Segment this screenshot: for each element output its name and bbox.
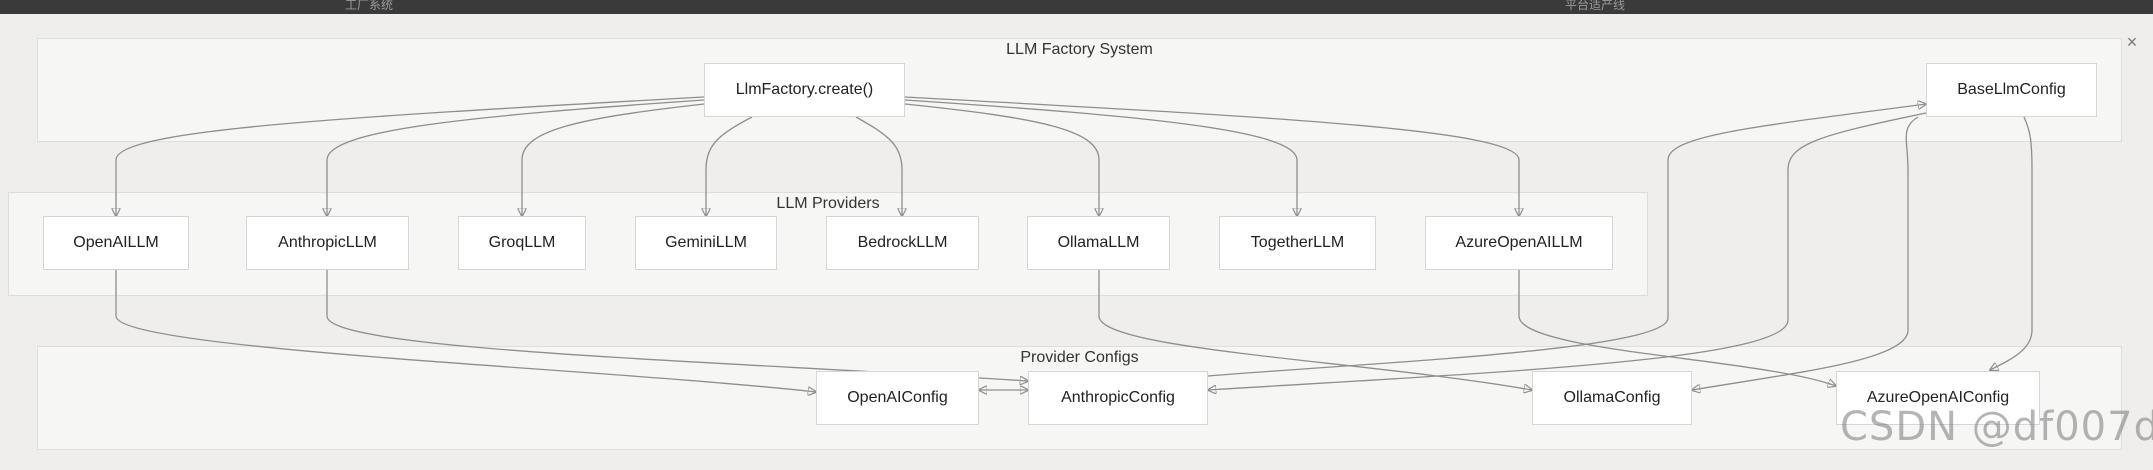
cluster-title-providers: LLM Providers [776, 195, 880, 212]
cluster-llm-factory-system: LLM Factory System [37, 38, 2122, 142]
close-icon[interactable]: × [2126, 32, 2138, 52]
node-azure-openai-config[interactable]: AzureOpenAIConfig [1836, 371, 2040, 425]
node-anthropic-llm[interactable]: AnthropicLLM [246, 216, 409, 270]
cluster-title-factory: LLM Factory System [1006, 41, 1153, 58]
node-together-llm[interactable]: TogetherLLM [1219, 216, 1376, 270]
node-gemini-llm[interactable]: GeminiLLM [635, 216, 777, 270]
node-openai-config[interactable]: OpenAIConfig [816, 371, 979, 425]
titlebar-right-text: 平台适产线 [1565, 0, 1626, 12]
node-bedrock-llm[interactable]: BedrockLLM [826, 216, 979, 270]
edge-baseconfig-azureconfig [1990, 116, 2033, 370]
window-titlebar: 工厂系统 平台适产线 [0, 0, 2153, 14]
node-azure-openai-llm[interactable]: AzureOpenAILLM [1425, 216, 1613, 270]
node-base-llm-config[interactable]: BaseLlmConfig [1926, 63, 2097, 117]
cluster-title-configs: Provider Configs [1020, 349, 1139, 366]
watermark: CSDN @df007df [1840, 404, 2153, 450]
node-ollama-config[interactable]: OllamaConfig [1532, 371, 1692, 425]
node-openai-llm[interactable]: OpenAILLM [43, 216, 189, 270]
node-groq-llm[interactable]: GroqLLM [458, 216, 586, 270]
node-ollama-llm[interactable]: OllamaLLM [1027, 216, 1170, 270]
node-llm-factory-create[interactable]: LlmFactory.create() [704, 63, 905, 117]
titlebar-left-text: 工厂系统 [345, 0, 394, 12]
node-anthropic-config[interactable]: AnthropicConfig [1028, 371, 1208, 425]
